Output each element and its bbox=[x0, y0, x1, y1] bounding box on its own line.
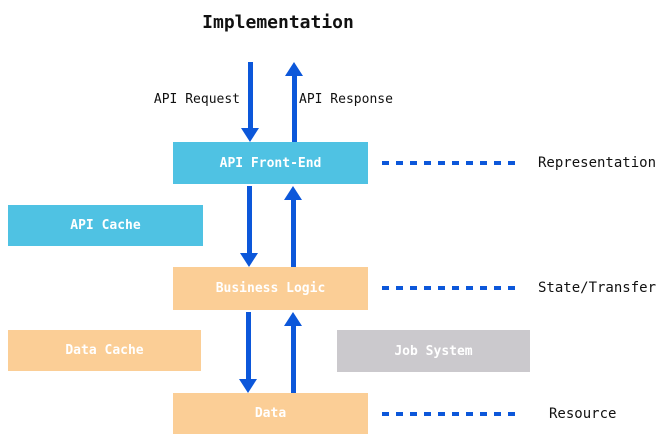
api-request-arrow-down-icon bbox=[241, 128, 259, 142]
resource-dashed-line bbox=[382, 412, 522, 416]
api-response-label: API Response bbox=[299, 92, 393, 107]
resource-label: Resource bbox=[549, 406, 617, 422]
api-request-arrow-shaft bbox=[248, 62, 253, 128]
data-to-logic-arrow-up-icon bbox=[284, 312, 302, 326]
frontend-to-logic-arrow-down-icon bbox=[240, 253, 258, 267]
representation-dashed-line bbox=[382, 161, 522, 165]
representation-label: Representation bbox=[538, 155, 657, 171]
api-response-arrow-up-icon bbox=[285, 62, 303, 76]
job-system-box: Job System bbox=[337, 330, 530, 372]
api-cache-box: API Cache bbox=[8, 205, 203, 246]
data-to-logic-arrow-shaft bbox=[291, 326, 296, 393]
logic-to-data-arrow-down-icon bbox=[239, 379, 257, 393]
api-front-end-box: API Front-End bbox=[173, 142, 368, 184]
data-box: Data bbox=[173, 393, 368, 434]
logic-to-frontend-arrow-shaft bbox=[291, 200, 296, 267]
frontend-to-logic-arrow-shaft bbox=[247, 186, 252, 253]
api-request-label: API Request bbox=[153, 92, 240, 107]
diagram-title: Implementation bbox=[202, 12, 354, 33]
business-logic-box: Business Logic bbox=[173, 267, 368, 310]
api-response-arrow-shaft bbox=[292, 76, 297, 142]
state-transfer-label: State/Transfer bbox=[538, 280, 657, 296]
state-transfer-dashed-line bbox=[382, 286, 522, 290]
logic-to-frontend-arrow-up-icon bbox=[284, 186, 302, 200]
data-cache-box: Data Cache bbox=[8, 330, 201, 371]
logic-to-data-arrow-shaft bbox=[246, 312, 251, 379]
